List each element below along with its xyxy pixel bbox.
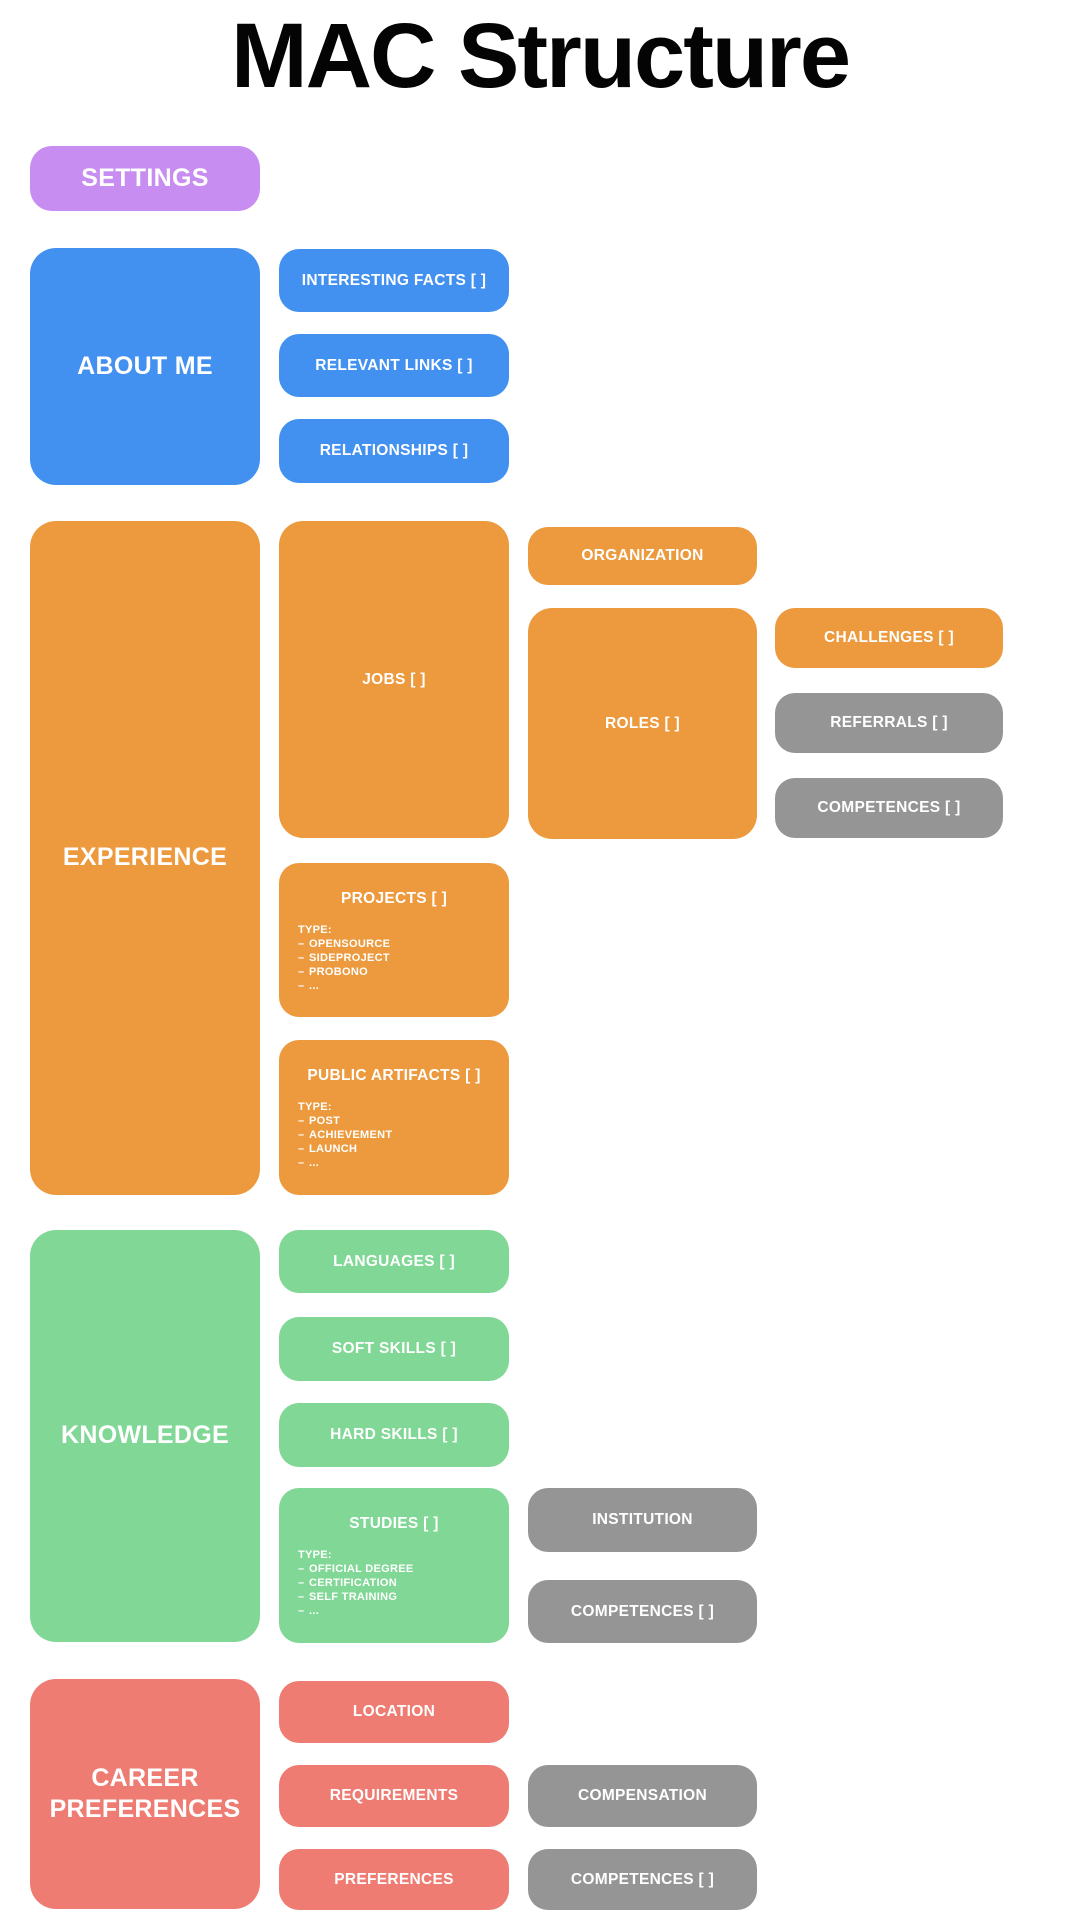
preferences-box: PREFERENCES — [279, 1849, 509, 1910]
list-item: –SELF TRAINING — [298, 1591, 398, 1603]
relationships-label: RELATIONSHIPS [ ] — [319, 442, 469, 459]
dash-bullet: – — [298, 1143, 305, 1155]
public-artifacts-label: PUBLIC ARTIFACTS [ ] — [307, 1067, 481, 1084]
career-preferences-label: CAREER PREFERENCES — [49, 1763, 241, 1823]
roles-label: ROLES [ ] — [604, 714, 681, 732]
experience-box: EXPERIENCE — [30, 521, 260, 1195]
projects-label: PROJECTS [ ] — [340, 890, 448, 907]
organization-label: ORGANIZATION — [581, 547, 704, 564]
dash-bullet: – — [298, 1157, 305, 1169]
list-item: –CERTIFICATION — [298, 1577, 398, 1589]
compensation-box: COMPENSATION — [528, 1765, 757, 1827]
institution-label: INSTITUTION — [592, 1511, 693, 1528]
dash-bullet: – — [298, 980, 305, 992]
roles-box: ROLES [ ] — [528, 608, 757, 839]
experience-competences-label: COMPETENCES [ ] — [817, 799, 961, 816]
location-label: LOCATION — [352, 1703, 436, 1720]
referrals-label: REFERRALS [ ] — [830, 714, 948, 731]
about-me-label: ABOUT ME — [77, 351, 213, 380]
career-competences-box: COMPETENCES [ ] — [528, 1849, 757, 1910]
studies-competences-label: COMPETENCES [ ] — [570, 1602, 715, 1620]
location-box: LOCATION — [279, 1681, 509, 1743]
settings-box: SETTINGS — [30, 146, 260, 211]
list-item: –ACHIEVEMENT — [298, 1129, 393, 1141]
studies-competences-box: COMPETENCES [ ] — [528, 1580, 757, 1643]
relevant-links-box: RELEVANT LINKS [ ] — [279, 334, 509, 397]
dash-bullet: – — [298, 1129, 305, 1141]
jobs-box: JOBS [ ] — [279, 521, 509, 838]
studies-type-list: TYPE: –OFFICIAL DEGREE –CERTIFICATION –S… — [279, 1548, 509, 1618]
dash-bullet: – — [298, 1577, 305, 1589]
about-me-box: ABOUT ME — [30, 248, 260, 485]
hard-skills-label: HARD SKILLS [ ] — [330, 1426, 458, 1443]
jobs-label: JOBS [ ] — [362, 670, 426, 688]
knowledge-box: KNOWLEDGE — [30, 1230, 260, 1642]
type-title: TYPE: — [298, 1549, 332, 1561]
dash-bullet: – — [298, 1605, 305, 1617]
hard-skills-box: HARD SKILLS [ ] — [279, 1403, 509, 1467]
list-item: –... — [298, 1605, 320, 1617]
list-item: –OFFICIAL DEGREE — [298, 1563, 414, 1575]
dash-bullet: – — [298, 1591, 305, 1603]
compensation-label: COMPENSATION — [577, 1787, 708, 1804]
type-title: TYPE: — [298, 924, 332, 936]
list-item: –SIDEPROJECT — [298, 952, 390, 964]
public-artifacts-box: PUBLIC ARTIFACTS [ ] TYPE: –POST –ACHIEV… — [279, 1040, 509, 1195]
list-item: –... — [298, 1157, 320, 1169]
experience-competences-box: COMPETENCES [ ] — [775, 778, 1003, 838]
relationships-box: RELATIONSHIPS [ ] — [279, 419, 509, 483]
career-preferences-box: CAREER PREFERENCES — [30, 1679, 260, 1909]
projects-type-list: TYPE: –OPENSOURCE –SIDEPROJECT –PROBONO … — [279, 923, 509, 993]
languages-label: LANGUAGES [ ] — [333, 1252, 455, 1270]
list-item: –LAUNCH — [298, 1143, 358, 1155]
preferences-label: PREFERENCES — [334, 1870, 454, 1888]
dash-bullet: – — [298, 1563, 305, 1575]
interesting-facts-label: INTERESTING FACTS [ ] — [301, 271, 487, 289]
public-artifacts-type-list: TYPE: –POST –ACHIEVEMENT –LAUNCH –... — [279, 1100, 509, 1170]
studies-label: STUDIES [ ] — [349, 1515, 439, 1532]
soft-skills-label: SOFT SKILLS [ ] — [331, 1340, 457, 1357]
challenges-label: CHALLENGES [ ] — [824, 629, 954, 646]
career-competences-label: COMPETENCES [ ] — [570, 1870, 715, 1888]
list-item: –OPENSOURCE — [298, 938, 391, 950]
list-item: –POST — [298, 1115, 341, 1127]
soft-skills-box: SOFT SKILLS [ ] — [279, 1317, 509, 1381]
type-title: TYPE: — [298, 1101, 332, 1113]
dash-bullet: – — [298, 938, 305, 950]
institution-box: INSTITUTION — [528, 1488, 757, 1552]
knowledge-label: KNOWLEDGE — [61, 1421, 229, 1450]
organization-box: ORGANIZATION — [528, 527, 757, 585]
requirements-label: REQUIREMENTS — [329, 1787, 459, 1804]
requirements-box: REQUIREMENTS — [279, 1765, 509, 1827]
interesting-facts-box: INTERESTING FACTS [ ] — [279, 249, 509, 312]
page-title: MAC Structure — [230, 5, 851, 107]
studies-box: STUDIES [ ] TYPE: –OFFICIAL DEGREE –CERT… — [279, 1488, 509, 1643]
experience-label: EXPERIENCE — [62, 843, 228, 872]
relevant-links-label: RELEVANT LINKS [ ] — [315, 356, 473, 374]
settings-label: SETTINGS — [81, 163, 209, 192]
projects-box: PROJECTS [ ] TYPE: –OPENSOURCE –SIDEPROJ… — [279, 863, 509, 1017]
challenges-box: CHALLENGES [ ] — [775, 608, 1003, 668]
dash-bullet: – — [298, 952, 305, 964]
referrals-box: REFERRALS [ ] — [775, 693, 1003, 753]
dash-bullet: – — [298, 966, 305, 978]
dash-bullet: – — [298, 1115, 305, 1127]
list-item: –... — [298, 980, 320, 992]
list-item: –PROBONO — [298, 966, 368, 978]
languages-box: LANGUAGES [ ] — [279, 1230, 509, 1293]
